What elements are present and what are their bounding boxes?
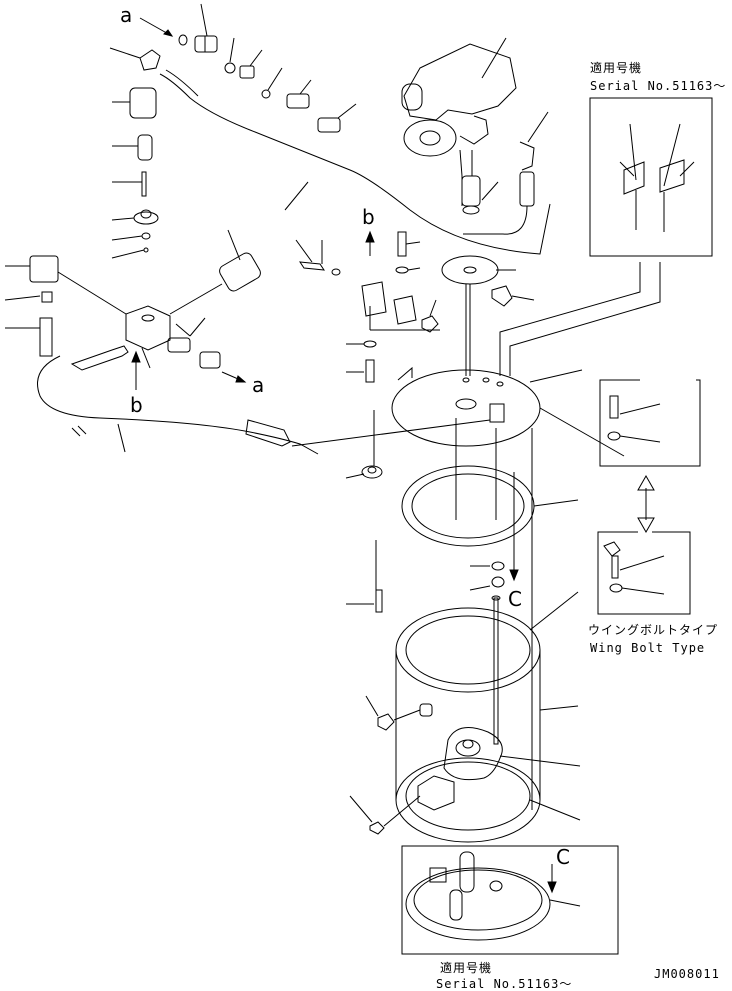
- hose-left-lower: [37, 350, 491, 455]
- double-arrow: [637, 474, 655, 534]
- nut-small-parts: [345, 465, 505, 613]
- bolt-detail-box: [599, 379, 701, 467]
- wing-bolt-caption-ja: ウイングボルトタイプ: [588, 623, 718, 637]
- wing-bolt-box: [597, 531, 691, 615]
- gasket-ring: [401, 465, 579, 547]
- callout-a-top: a: [120, 3, 132, 27]
- bottom-detail-box: [401, 845, 619, 955]
- elbow-fitting-top-left: [109, 47, 551, 255]
- callout-c-tank: C: [508, 587, 522, 611]
- tank-cover-plate: [373, 366, 625, 810]
- fittings-row-top: [139, 3, 357, 133]
- valve-block-left: [4, 229, 261, 383]
- callout-a-right: a: [252, 373, 264, 397]
- pump-assembly-top: [401, 37, 549, 235]
- serial-detail-box-top: [589, 97, 713, 257]
- serial-caption-bottom-ja: 適用号機: [440, 960, 492, 975]
- callout-b-mid: b: [362, 205, 375, 229]
- drawing-number: JM008011: [654, 967, 720, 981]
- callout-c-detail: C: [556, 845, 570, 869]
- callout-b-left: b: [130, 393, 143, 417]
- serial-caption-top-en: Serial No.51163〜: [590, 79, 726, 93]
- gasket-and-elbow: [441, 255, 661, 376]
- bracket-assembly-middle: [295, 230, 440, 383]
- serial-caption-top-ja: 適用号機: [590, 60, 642, 75]
- wing-bolt-caption-en: Wing Bolt Type: [590, 641, 705, 655]
- tank-shell: [349, 472, 581, 843]
- cylinder-stack-left: [111, 87, 159, 259]
- serial-caption-bottom-en: Serial No.51163〜: [436, 977, 572, 991]
